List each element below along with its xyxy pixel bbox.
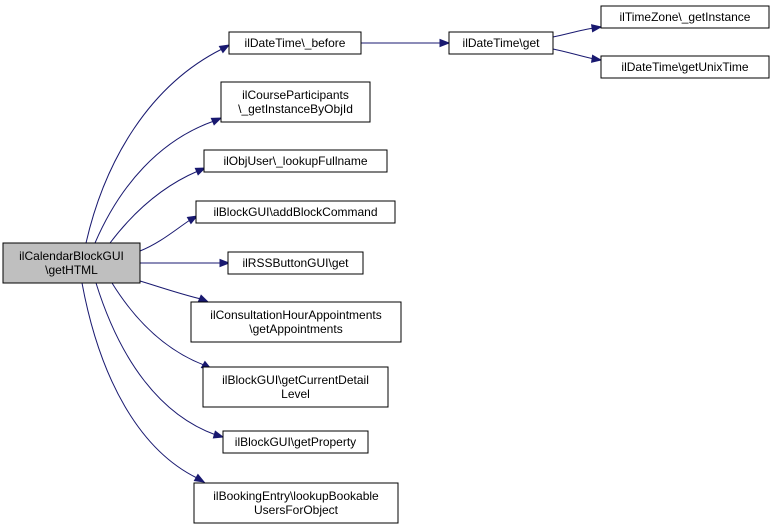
node-n12[interactable]: ilDateTime\getUnixTime: [600, 55, 770, 79]
node-box: [202, 366, 389, 408]
edge-arrowhead: [590, 24, 603, 33]
node-label-line: ilObjUser\_lookupFullname: [223, 154, 367, 168]
node-label-line: Level: [281, 387, 310, 401]
node-box: [227, 251, 364, 275]
node-box: [448, 31, 554, 55]
edge-arrowhead: [439, 38, 451, 48]
node-box: [600, 55, 770, 79]
node-label-line: ilDateTime\get: [463, 36, 541, 50]
node-n2[interactable]: ilCourseParticipants\_getInstanceByObjId: [220, 81, 371, 123]
edge-line: [85, 48, 223, 244]
node-n3[interactable]: ilObjUser\_lookupFullname: [203, 149, 388, 173]
edge-arrowhead: [186, 215, 199, 225]
node-label-line: \getAppointments: [249, 322, 342, 336]
node-label-line: UsersForObject: [254, 503, 339, 517]
edge-root-n1: [85, 44, 231, 244]
edge-arrowhead: [219, 258, 231, 268]
edge-line: [552, 27, 595, 38]
node-n4[interactable]: ilBlockGUI\addBlockCommand: [195, 200, 396, 224]
node-box: [203, 149, 388, 173]
edge-line: [552, 48, 595, 60]
edge-arrowhead: [193, 473, 206, 483]
edge-n10-n12: [552, 48, 603, 63]
node-label-line: ilCourseParticipants: [242, 88, 349, 102]
node-box: [190, 301, 402, 343]
edge-arrowhead: [197, 294, 210, 303]
edge-line: [139, 219, 191, 252]
node-box: [228, 31, 362, 55]
edge-root-n5: [140, 258, 231, 268]
edge-n10-n11: [552, 24, 603, 38]
node-label-line: ilTimeZone\_getInstance: [620, 10, 751, 24]
node-n8[interactable]: ilBlockGUI\getProperty: [222, 430, 369, 454]
node-box: [2, 242, 141, 284]
node-box: [195, 200, 396, 224]
edge-root-n6: [139, 280, 210, 303]
node-label-line: ilBlockGUI\addBlockCommand: [213, 205, 377, 219]
edge-arrowhead: [212, 430, 225, 439]
node-label-line: ilConsultationHourAppointments: [210, 308, 381, 322]
node-label-line: ilDateTime\_before: [245, 36, 346, 50]
node-n11[interactable]: ilTimeZone\_getInstance: [600, 5, 770, 29]
edge-root-n9: [81, 282, 206, 483]
edge-root-n4: [139, 215, 199, 252]
node-label-line: ilBlockGUI\getProperty: [235, 435, 356, 449]
node-label-line: \_getInstanceByObjId: [238, 102, 353, 116]
edge-root-n2: [94, 117, 223, 244]
node-n6[interactable]: ilConsultationHourAppointments\getAppoin…: [190, 301, 402, 343]
node-label-line: \getHTML: [45, 263, 98, 277]
node-box: [222, 430, 369, 454]
edge-line: [94, 120, 215, 244]
node-box: [220, 81, 371, 123]
node-n10[interactable]: ilDateTime\get: [448, 31, 554, 55]
node-label-line: ilBookingEntry\lookupBookable: [213, 489, 379, 503]
node-label-line: ilBlockGUI\getCurrentDetail: [222, 373, 369, 387]
node-n9[interactable]: ilBookingEntry\lookupBookableUsersForObj…: [193, 482, 399, 524]
edge-arrowhead: [210, 117, 223, 126]
edge-root-n3: [109, 167, 207, 244]
edges-layer: [81, 24, 603, 483]
edge-line: [139, 280, 202, 300]
edge-line: [111, 282, 205, 366]
node-box: [193, 482, 399, 524]
edge-line: [95, 282, 217, 436]
node-label-line: ilCalendarBlockGUI: [19, 249, 124, 263]
edge-arrowhead: [194, 167, 207, 176]
nodes-layer: ilCalendarBlockGUI\getHTML ilDateTime\_be…: [2, 5, 770, 524]
edge-root-n8: [95, 282, 225, 439]
edge-line: [109, 170, 199, 244]
node-n1[interactable]: ilDateTime\_before: [228, 31, 362, 55]
node-box: [600, 5, 770, 29]
edge-line: [81, 282, 198, 479]
node-n5[interactable]: ilRSSButtonGUI\get: [227, 251, 364, 275]
edge-arrowhead: [218, 44, 231, 54]
node-label-line: ilDateTime\getUnixTime: [621, 60, 748, 74]
node-label-line: ilRSSButtonGUI\get: [242, 256, 349, 270]
edge-n1-n10: [361, 38, 451, 48]
root-node[interactable]: ilCalendarBlockGUI\getHTML: [2, 242, 141, 284]
edge-arrowhead: [590, 54, 603, 63]
